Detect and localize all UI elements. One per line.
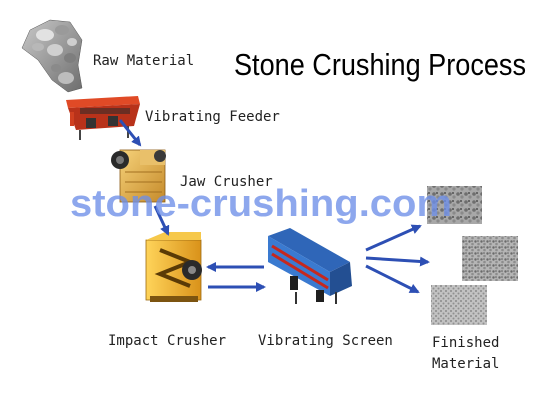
finished-material-coarse-image (427, 186, 482, 224)
impact-crusher-image (145, 232, 202, 302)
arrow-feeder-to-jaw (118, 119, 142, 147)
raw-material-rocks-image (21, 19, 83, 93)
label-finished-line1: Finished (432, 335, 499, 351)
diagram-title: Stone Crushing Process (234, 47, 526, 82)
arrow-to-fine (365, 264, 420, 294)
label-finished-line2: Material (432, 356, 499, 372)
label-vibrating-screen: Vibrating Screen (258, 333, 393, 349)
watermark-text: stone-crushing.com (70, 183, 452, 225)
arrow-to-medium (365, 256, 430, 267)
arrow-jaw-to-impact (153, 205, 170, 236)
finished-material-medium-image (462, 236, 518, 281)
label-vibrating-feeder: Vibrating Feeder (145, 109, 280, 125)
arrow-to-coarse (365, 224, 422, 252)
label-jaw-crusher: Jaw Crusher (180, 174, 273, 190)
jaw-crusher-image (111, 149, 166, 203)
finished-material-fine-image (431, 285, 487, 325)
label-impact-crusher: Impact Crusher (108, 333, 226, 349)
vibrating-screen-image (268, 228, 352, 304)
label-raw-material: Raw Material (93, 53, 194, 69)
